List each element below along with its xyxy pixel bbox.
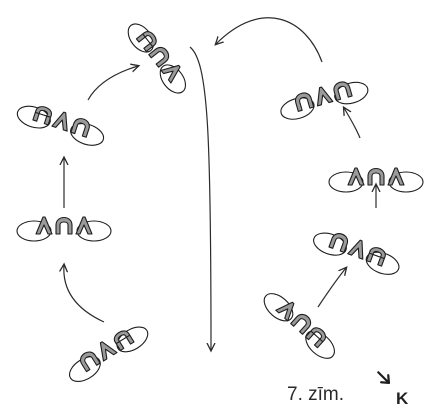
stage-left-2 — [16, 216, 112, 242]
stirrup-glyph — [111, 327, 135, 351]
stage-ring — [159, 64, 187, 94]
stage-right-2 — [328, 167, 424, 193]
cap-glyph — [55, 216, 73, 235]
k-marker-icon — [377, 371, 391, 385]
cap-glyph — [293, 90, 315, 112]
stage-right-4 — [263, 293, 335, 359]
cap-glyph — [77, 348, 101, 373]
chevron-glyph — [160, 59, 185, 84]
arrow-right-2-to-1 — [344, 108, 361, 139]
stage-ring — [305, 330, 335, 359]
stage-right-3 — [313, 230, 400, 275]
stage-ring — [68, 356, 101, 383]
stage-ring — [70, 122, 105, 146]
arrow-right-4-to-3 — [317, 268, 346, 308]
arrow-arc-to-center — [216, 17, 323, 63]
stirrup-glyph — [305, 324, 329, 349]
chevron-glyph — [347, 167, 365, 186]
k-marker-label: K — [396, 389, 409, 408]
stirrup-glyph — [365, 245, 388, 267]
stage-ring — [313, 232, 347, 256]
arrow-left-2-to-1 — [87, 66, 138, 101]
cap-glyph — [70, 116, 92, 138]
arrow-left-4-to-3 — [64, 265, 105, 323]
chevron-glyph — [51, 109, 73, 132]
chevron-glyph — [347, 237, 370, 260]
stage-ring — [116, 326, 149, 353]
stage-ring — [16, 105, 51, 129]
cap-glyph — [367, 167, 385, 186]
figure-caption: 7. zīm. — [287, 384, 345, 405]
chevron-glyph — [387, 167, 405, 186]
chevron-glyph — [75, 216, 93, 235]
stage-left-1 — [16, 104, 105, 146]
stage-group — [16, 23, 424, 383]
stage-ring — [280, 97, 315, 120]
stage-ring — [334, 81, 369, 105]
stage-right-1 — [280, 79, 369, 120]
chevron-glyph — [312, 84, 334, 107]
chevron-glyph — [93, 337, 118, 362]
stage-left-3 — [68, 326, 149, 383]
cap-glyph — [290, 310, 315, 335]
arrow-top-down — [189, 46, 211, 350]
chevron-glyph — [35, 216, 53, 235]
stage-top-center — [127, 23, 187, 94]
connector-arrows — [64, 17, 376, 350]
stage-ring — [365, 251, 400, 275]
stirrup-glyph — [135, 28, 160, 53]
